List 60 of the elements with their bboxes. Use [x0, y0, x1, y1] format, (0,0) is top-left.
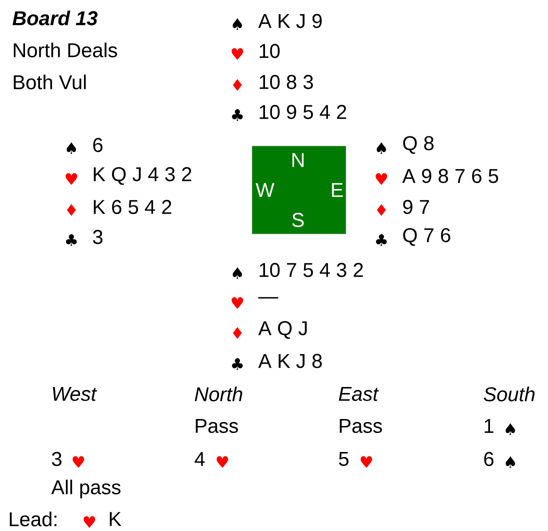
hand-text: —: [258, 297, 278, 298]
hand-text: North Deals: [14, 42, 118, 58]
hand-text: A K J 8: [258, 354, 322, 368]
suit-symbol: ♥: [232, 297, 244, 309]
hand-text: 5: [339, 452, 348, 466]
suit-symbol: ♠: [506, 423, 516, 435]
suit-symbol: ♥: [232, 48, 244, 60]
compass-letter: S: [292, 212, 304, 228]
hand-text: 6: [484, 452, 494, 466]
hand-text: 10 9 5 4 2: [260, 104, 346, 120]
suit-symbol: ♠: [232, 18, 242, 30]
hand-text: Pass: [196, 419, 238, 433]
hand-text: Both Vul: [14, 74, 86, 90]
suit-symbol: ♥: [66, 173, 78, 185]
hand-text: Q 8: [403, 136, 434, 154]
suit-symbol: ♥: [72, 456, 84, 468]
suit-symbol: ♥: [376, 173, 388, 185]
suit-symbol: ♦: [232, 327, 242, 339]
hand-text: K Q J 4 3 2: [94, 167, 192, 185]
hand-text: A Q J: [258, 321, 307, 339]
hand-text: 3: [52, 452, 62, 466]
hand-text: 9 7: [403, 200, 429, 214]
hand-text: 6: [93, 138, 102, 152]
suit-symbol: ♠: [376, 142, 386, 154]
compass-square: [252, 146, 346, 234]
board-title: Board 13: [12, 10, 98, 26]
hand-text: K: [110, 512, 122, 526]
seat-heading: East: [338, 387, 379, 401]
seat-heading: South: [484, 386, 535, 402]
hand-text: 4: [194, 452, 205, 466]
hand-text: 10: [260, 44, 280, 58]
suit-symbol: ♦: [232, 79, 242, 91]
compass-letter: N: [292, 153, 304, 167]
hand-text: Lead:: [10, 512, 56, 526]
hand-text: Q 7 6: [403, 228, 450, 246]
seat-heading: North: [194, 386, 242, 402]
compass-letter: W: [256, 183, 274, 197]
hand-text: 10 8 3: [260, 74, 313, 90]
hand-text: 3: [92, 230, 102, 244]
suit-symbol: ♣: [376, 234, 387, 246]
hand-text: All pass: [51, 480, 120, 498]
suit-symbol: ♥: [84, 516, 96, 528]
hand-text: Pass: [340, 419, 382, 433]
suit-symbol: ♠: [232, 267, 242, 279]
suit-symbol: ♥: [216, 456, 228, 468]
suit-symbol: ♣: [232, 358, 243, 370]
suit-symbol: ♦: [66, 204, 76, 216]
suit-symbol: ♣: [232, 109, 243, 121]
hand-text: A 9 8 7 6 5: [402, 168, 498, 184]
hand-text: K 6 5 4 2: [94, 200, 172, 214]
suit-symbol: ♠: [506, 456, 516, 468]
hand-text: 1: [484, 419, 494, 433]
suit-symbol: ♠: [66, 142, 76, 154]
suit-symbol: ♦: [376, 204, 386, 216]
compass-letter: E: [332, 183, 343, 197]
suit-symbol: ♥: [360, 456, 372, 468]
hand-text: 10 7 5 4 3 2: [260, 262, 363, 278]
seat-heading: West: [52, 387, 98, 401]
hand-text: A K J 9: [258, 14, 322, 28]
suit-symbol: ♣: [66, 234, 77, 246]
